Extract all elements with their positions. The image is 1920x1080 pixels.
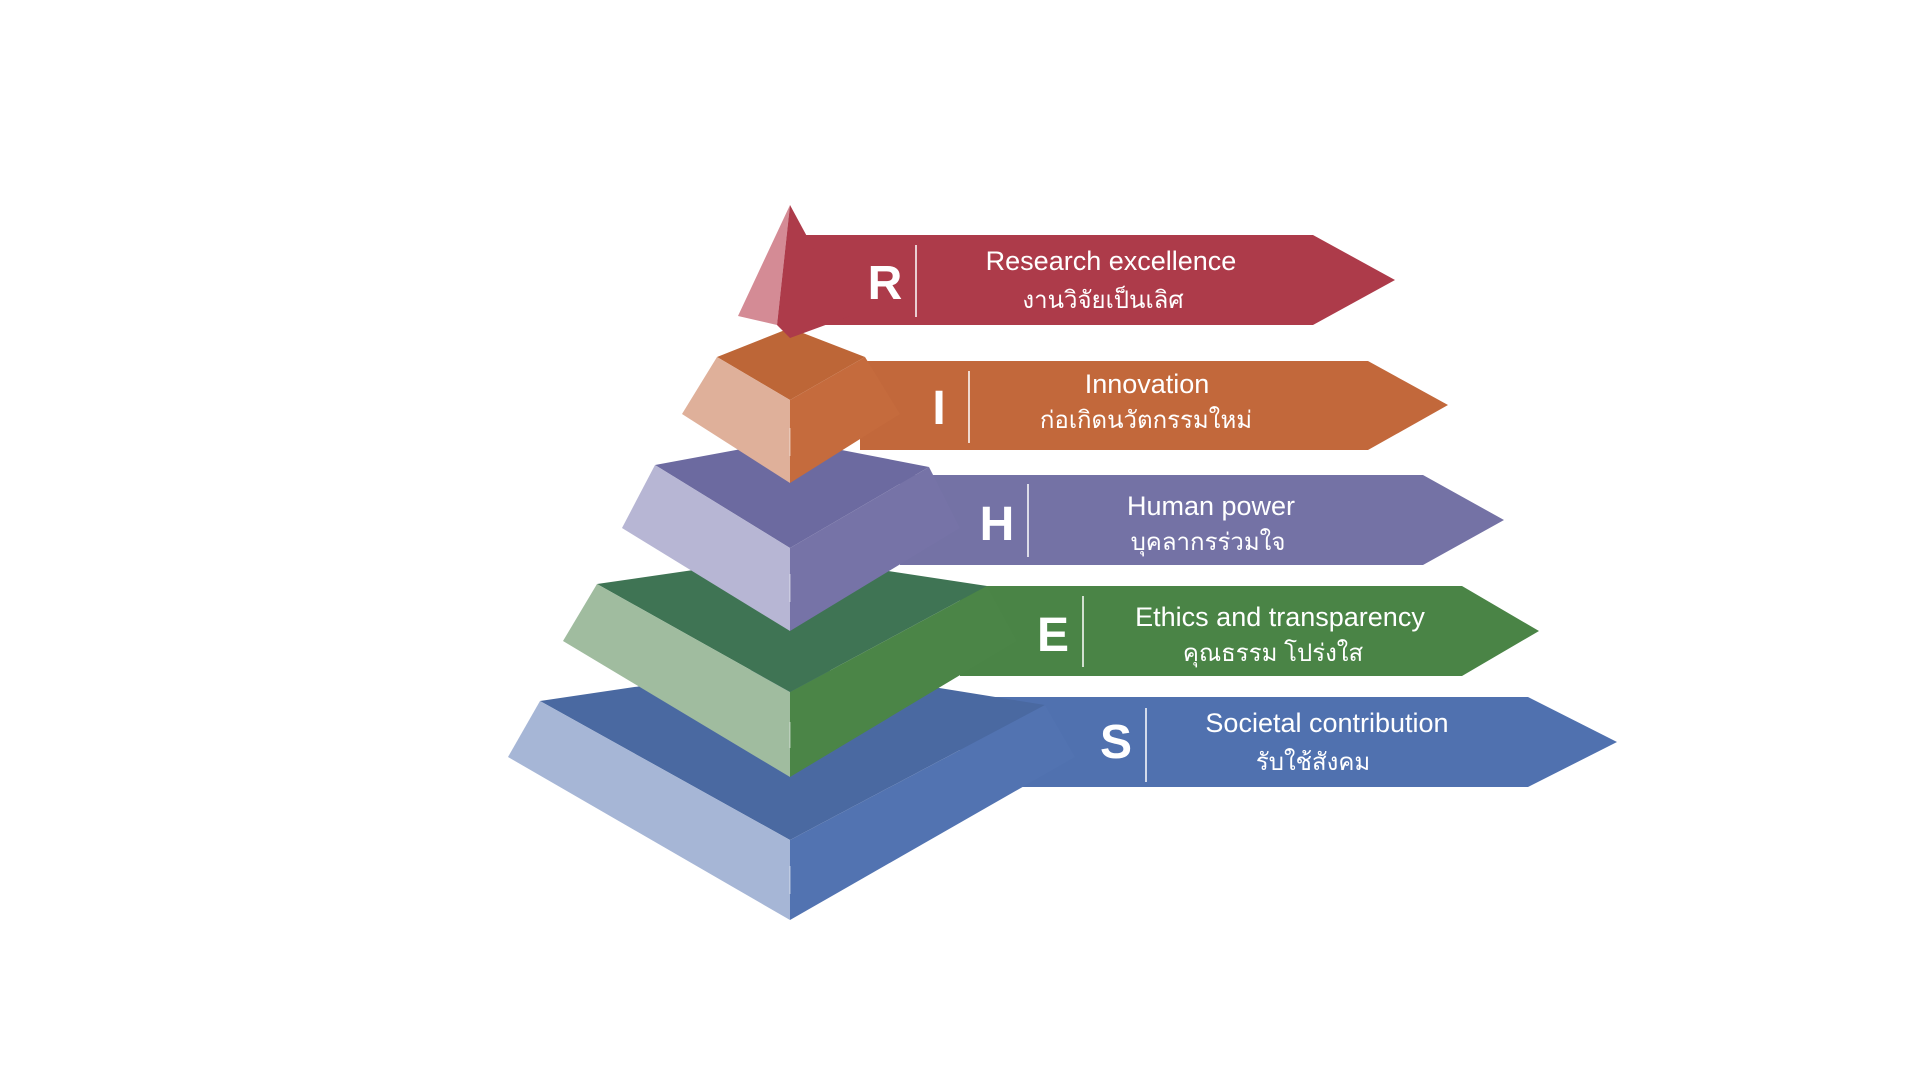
- level-letter: R: [868, 257, 903, 310]
- level-title-en: Human power: [1127, 491, 1295, 521]
- banner-shape: [960, 586, 1539, 676]
- level-letter: H: [980, 498, 1015, 551]
- banner-ethics-and-transparency: E Ethics and transparency คุณธรรม โปร่งใ…: [960, 586, 1539, 676]
- tier-top-face: [655, 440, 929, 548]
- banner-shape: [900, 475, 1504, 565]
- banners: S Societal contribution รับใช้สังคม E Et…: [800, 235, 1617, 787]
- pyramid-level-human: [622, 440, 960, 631]
- tier-left-face: [622, 465, 790, 631]
- level-title-en: Societal contribution: [1205, 708, 1448, 738]
- tier-left-face: [682, 357, 790, 483]
- pyramid-level-innovation: [682, 328, 900, 483]
- level-title-th: งานวิจัยเป็นเลิศ: [1022, 285, 1183, 314]
- banner-shape: [960, 697, 1617, 787]
- level-title-th: คุณธรรม โปร่งใส: [1183, 639, 1364, 668]
- banner-human-power: H Human power บุคลากรร่วมใจ: [900, 475, 1504, 565]
- level-title-en: Ethics and transparency: [1135, 602, 1425, 632]
- pyramid-level-research: [738, 205, 850, 338]
- level-title-th: บุคลากรร่วมใจ: [1131, 528, 1286, 557]
- banner-societal-contribution: S Societal contribution รับใช้สังคม: [960, 697, 1617, 787]
- tier-right-face: [790, 467, 960, 631]
- tier-top-face: [717, 328, 865, 400]
- banner-research-excellence: R Research excellence งานวิจัยเป็นเลิศ: [800, 235, 1395, 325]
- pyramid: [508, 205, 1075, 920]
- banner-shape: [800, 235, 1395, 325]
- banner-shape: [860, 361, 1448, 450]
- level-title-en: Innovation: [1085, 369, 1210, 399]
- level-letter: S: [1100, 716, 1132, 769]
- tier-right-face: [777, 205, 850, 338]
- level-letter: E: [1037, 609, 1069, 662]
- tier-right-face: [790, 357, 900, 483]
- level-title-th: ก่อเกิดนวัตกรรมใหม่: [1040, 406, 1252, 434]
- tier-right-face: [790, 705, 1075, 920]
- level-title-en: Research excellence: [986, 246, 1237, 276]
- level-letter: I: [932, 382, 945, 435]
- tier-left-face: [563, 584, 790, 777]
- level-title-th: รับใช้สังคม: [1256, 748, 1370, 776]
- tier-right-face: [790, 586, 1017, 777]
- tier-left-face: [738, 205, 790, 325]
- banner-innovation: I Innovation ก่อเกิดนวัตกรรมใหม่: [860, 361, 1448, 450]
- tier-left-face: [508, 701, 790, 920]
